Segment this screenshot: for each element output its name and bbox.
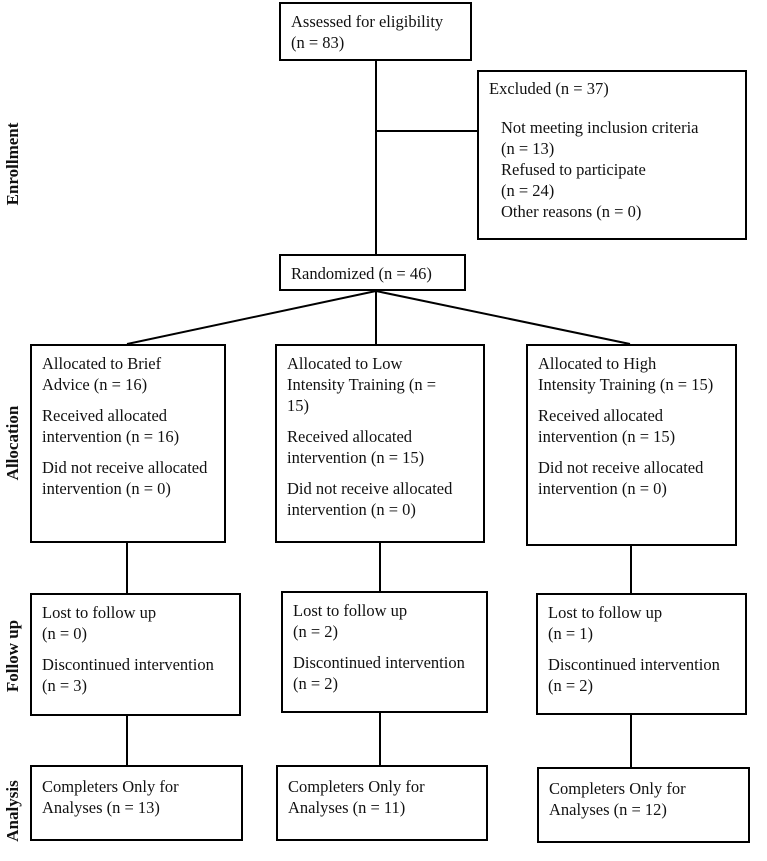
excluded-reason-refused: Refused to participate bbox=[501, 160, 646, 179]
followup-box: Lost to follow up (n = 0) Discontinued i… bbox=[30, 593, 241, 716]
analysis-text: Completers Only for Analyses (n = 12) bbox=[549, 779, 686, 819]
followup-box: Lost to follow up (n = 1) Discontinued i… bbox=[536, 593, 747, 715]
allocation-received: Received allocated intervention (n = 15) bbox=[287, 427, 425, 467]
followup-lost: Lost to follow up (n = 2) bbox=[293, 601, 408, 641]
analysis-box: Completers Only for Analyses (n = 13) bbox=[30, 765, 243, 841]
excluded-count-criteria: (n = 13) bbox=[501, 139, 555, 158]
stage-label-enrollment: Enrollment bbox=[3, 122, 22, 206]
followup-box: Lost to follow up (n = 2) Discontinued i… bbox=[281, 591, 488, 713]
stage-label-allocation: Allocation bbox=[3, 405, 22, 481]
allocation-group: Allocated to High Intensity Training (n … bbox=[538, 354, 714, 394]
excluded-reason-other: Other reasons (n = 0) bbox=[501, 202, 642, 221]
followup-discontinued: Discontinued intervention (n = 3) bbox=[42, 655, 214, 695]
followup-discontinued: Discontinued intervention (n = 2) bbox=[293, 653, 465, 693]
randomized-box: Randomized (n = 46) bbox=[279, 254, 466, 291]
analysis-box: Completers Only for Analyses (n = 11) bbox=[276, 765, 488, 841]
allocation-box: Allocated to Low Intensity Training (n =… bbox=[275, 344, 485, 543]
assessed-box: Assessed for eligibility (n = 83) bbox=[279, 2, 472, 61]
randomized-text: Randomized (n = 46) bbox=[291, 264, 432, 283]
allocation-not-received: Did not receive allocated intervention (… bbox=[538, 458, 704, 498]
assessed-title: Assessed for eligibility bbox=[291, 12, 444, 31]
connector-randomized-right bbox=[375, 290, 631, 345]
allocation-box: Allocated to High Intensity Training (n … bbox=[526, 344, 737, 546]
stage-label-follow-up: Follow up bbox=[3, 619, 22, 693]
excluded-title: Excluded (n = 37) bbox=[489, 79, 609, 98]
connector-randomized-left bbox=[126, 290, 377, 345]
allocation-not-received: Did not receive allocated intervention (… bbox=[42, 458, 208, 498]
excluded-count-refused: (n = 24) bbox=[501, 181, 555, 200]
followup-lost: Lost to follow up (n = 1) bbox=[548, 603, 663, 643]
analysis-text: Completers Only for Analyses (n = 11) bbox=[288, 777, 425, 817]
allocation-box: Allocated to Brief Advice (n = 16) Recei… bbox=[30, 344, 226, 543]
analysis-box: Completers Only for Analyses (n = 12) bbox=[537, 767, 750, 843]
excluded-box: Excluded (n = 37) Not meeting inclusion … bbox=[477, 70, 747, 240]
allocation-not-received: Did not receive allocated intervention (… bbox=[287, 479, 453, 519]
followup-lost: Lost to follow up (n = 0) bbox=[42, 603, 157, 643]
analysis-text: Completers Only for Analyses (n = 13) bbox=[42, 777, 179, 817]
allocation-received: Received allocated intervention (n = 15) bbox=[538, 406, 676, 446]
allocation-group: Allocated to Low Intensity Training (n =… bbox=[287, 354, 437, 415]
followup-discontinued: Discontinued intervention (n = 2) bbox=[548, 655, 720, 695]
assessed-count: (n = 83) bbox=[291, 33, 345, 52]
allocation-received: Received allocated intervention (n = 16) bbox=[42, 406, 180, 446]
allocation-group: Allocated to Brief Advice (n = 16) bbox=[42, 354, 162, 394]
excluded-reason-criteria: Not meeting inclusion criteria bbox=[501, 118, 699, 137]
stage-label-analysis: Analysis bbox=[3, 780, 22, 842]
